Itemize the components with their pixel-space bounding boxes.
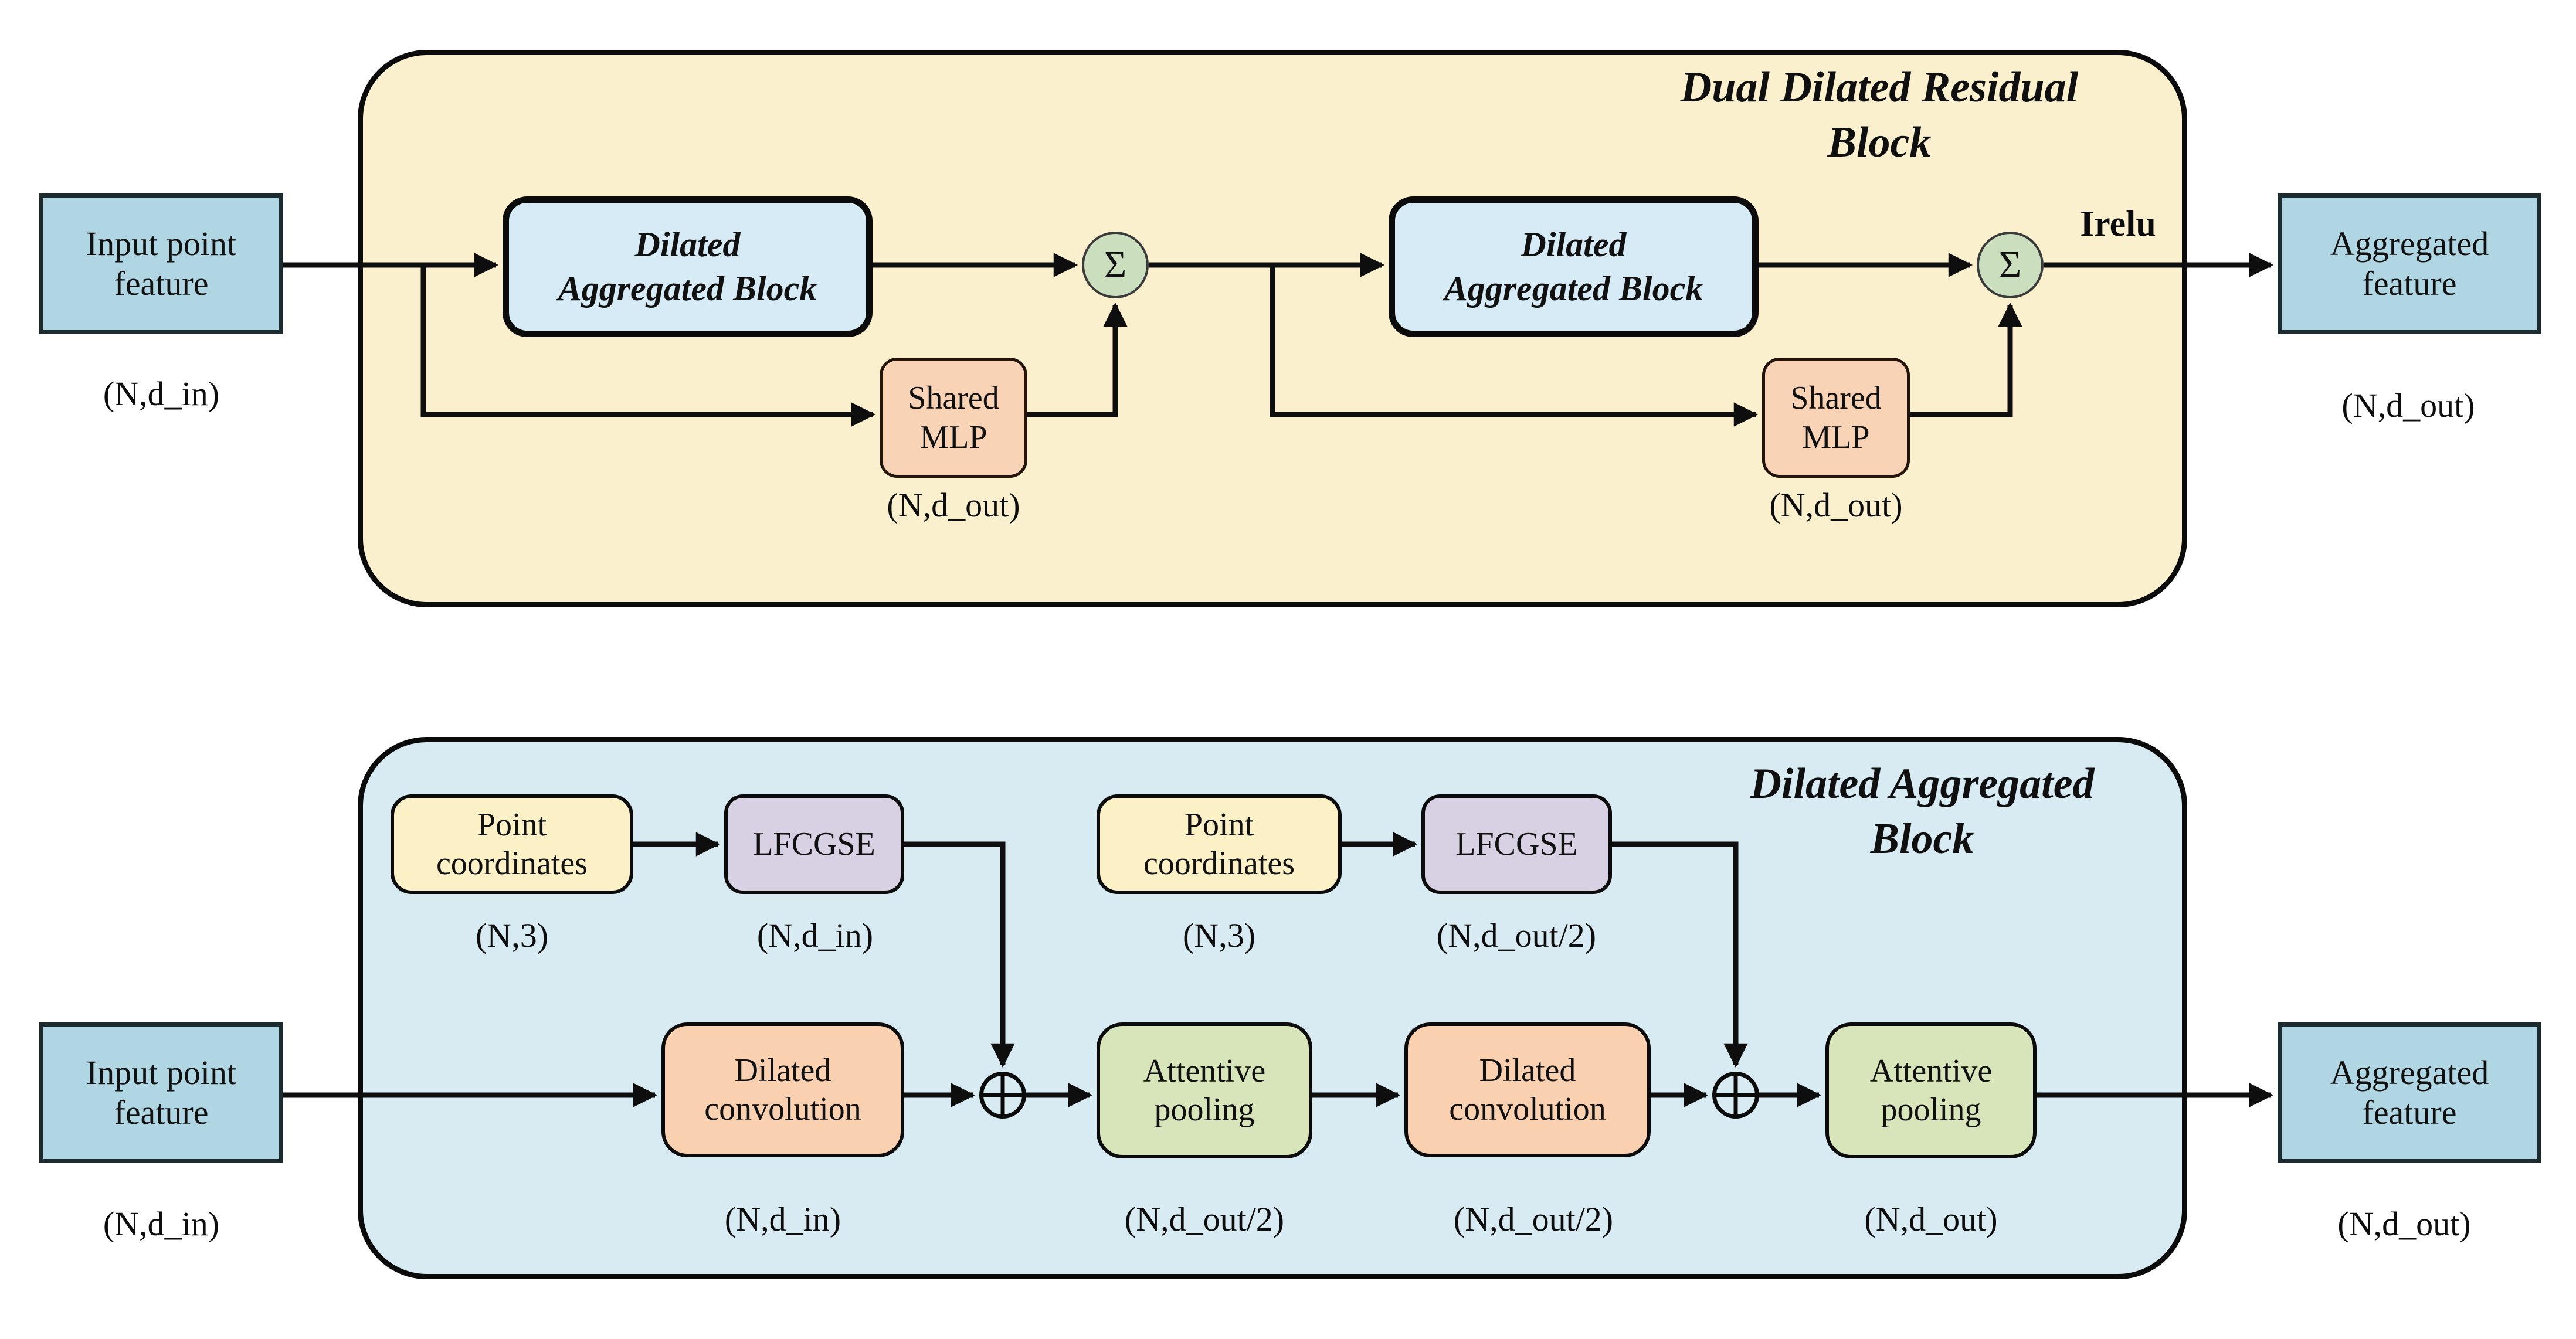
sigma-icon: Σ <box>1998 243 2022 286</box>
dilated-convolution-box-2: Dilated convolution <box>1404 1022 1651 1157</box>
bottom-output-dim-label: (N,d_out) <box>2337 1205 2471 1243</box>
bottom-input-dim-label: (N,d_in) <box>103 1205 220 1243</box>
sum-node-1: Σ <box>1082 232 1149 298</box>
point-coordinates-1-label: Point coordinates <box>436 806 588 882</box>
concat-node-2 <box>1712 1072 1759 1119</box>
dilated-convolution-2-label: Dilated convolution <box>1449 1052 1606 1127</box>
dilated-aggregated-block-2: Dilated Aggregated Block <box>1389 196 1759 337</box>
attentive-pooling-1-label: Attentive pooling <box>1143 1052 1266 1128</box>
lfcgse-box-2: LFCGSE <box>1421 794 1612 894</box>
pc2-dim-label: (N,3) <box>1182 916 1256 954</box>
top-container-title: Dual Dilated Residual Block <box>1583 60 2175 170</box>
top-input-dim-label: (N,d_in) <box>103 375 220 413</box>
dilated-convolution-1-label: Dilated convolution <box>704 1052 861 1127</box>
sum-node-2: Σ <box>1977 232 2044 298</box>
bottom-aggregated-feature-label: Aggregated feature <box>2330 1053 2489 1131</box>
pool1-dim-label: (N,d_out/2) <box>1124 1200 1285 1238</box>
dab1-label: Dilated Aggregated Block <box>558 223 817 311</box>
bottom-input-point-feature-label: Input point feature <box>86 1053 237 1131</box>
mlp1-dim-label: (N,d_out) <box>887 486 1020 524</box>
shared-mlp-box-1: Shared MLP <box>880 358 1027 478</box>
shared-mlp-2-label: Shared MLP <box>1790 380 1882 456</box>
dab1-line1: Dilated <box>634 225 741 264</box>
attentive-pooling-2-label: Attentive pooling <box>1869 1052 1993 1128</box>
attentive-pooling-box-2: Attentive pooling <box>1825 1022 2037 1158</box>
top-input-point-feature-box: Input point feature <box>39 193 283 334</box>
top-aggregated-feature-label: Aggregated feature <box>2330 224 2489 303</box>
shared-mlp-box-2: Shared MLP <box>1762 358 1910 478</box>
plus-icon <box>1000 1075 1005 1116</box>
bottom-title-line2: Block <box>1870 815 1974 863</box>
pc1-dim-label: (N,3) <box>475 916 549 954</box>
top-input-point-feature-label: Input point feature <box>86 224 237 303</box>
lfcgse-1-label: LFCGSE <box>753 825 875 862</box>
mlp2-dim-label: (N,d_out) <box>1769 486 1903 524</box>
plus-icon <box>1733 1075 1738 1116</box>
top-title-line1: Dual Dilated Residual <box>1680 63 2079 111</box>
sigma-icon: Σ <box>1104 243 1127 286</box>
lfcgse2-dim-label: (N,d_out/2) <box>1436 916 1597 954</box>
top-aggregated-feature-box: Aggregated feature <box>2278 193 2541 334</box>
dab2-line2: Aggregated Block <box>1444 269 1703 308</box>
dab2-line1: Dilated <box>1521 225 1627 264</box>
dilated-convolution-box-1: Dilated convolution <box>661 1022 904 1157</box>
bottom-title-line1: Dilated Aggregated <box>1750 760 2095 808</box>
attentive-pooling-box-1: Attentive pooling <box>1097 1022 1312 1158</box>
dab1-line2: Aggregated Block <box>558 269 817 308</box>
bottom-aggregated-feature-box: Aggregated feature <box>2278 1022 2541 1163</box>
conv2-dim-label: (N,d_out/2) <box>1453 1200 1614 1238</box>
dab2-label: Dilated Aggregated Block <box>1444 223 1703 311</box>
top-output-dim-label: (N,d_out) <box>2341 386 2475 424</box>
dilated-aggregated-block-1: Dilated Aggregated Block <box>503 196 873 337</box>
lfcgse-box-1: LFCGSE <box>724 794 904 894</box>
point-coordinates-box-2: Point coordinates <box>1097 794 1342 894</box>
point-coordinates-box-1: Point coordinates <box>391 794 633 894</box>
shared-mlp-1-label: Shared MLP <box>908 380 999 456</box>
top-title-line2: Block <box>1827 118 1932 166</box>
bottom-container-title: Dilated Aggregated Block <box>1629 756 2215 866</box>
lfcgse-2-label: LFCGSE <box>1455 825 1578 862</box>
lfcgse1-dim-label: (N,d_in) <box>756 916 874 954</box>
bottom-input-point-feature-box: Input point feature <box>39 1022 283 1163</box>
irelu-label: Irelu <box>2080 204 2156 244</box>
pool2-dim-label: (N,d_out) <box>1864 1200 1998 1238</box>
concat-node-1 <box>979 1072 1026 1119</box>
conv1-dim-label: (N,d_in) <box>724 1200 841 1238</box>
point-coordinates-2-label: Point coordinates <box>1143 806 1295 882</box>
